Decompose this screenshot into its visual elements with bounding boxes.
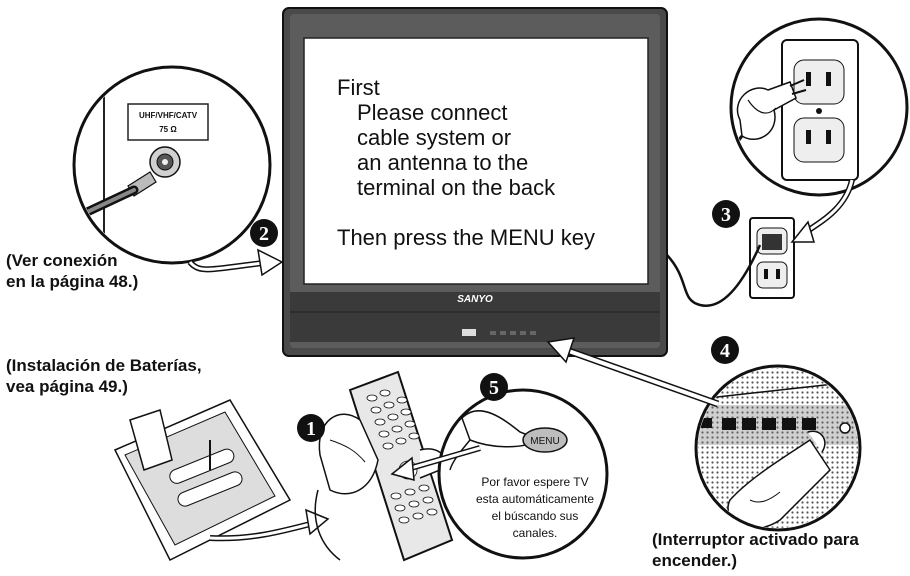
wall-outlet [749, 217, 795, 299]
power-outlet-callout [729, 17, 909, 197]
tv-screen [303, 37, 649, 285]
screen-line-3: an antenna to the [357, 150, 529, 175]
tv-brand-logo: SANYO [457, 294, 493, 305]
connection-caption-line-2: en la página 48.) [6, 272, 139, 291]
tv-set: SANYO [282, 7, 668, 357]
menu-callout: MENU Por favor espere TV esta automática… [437, 388, 609, 560]
svg-text:2: 2 [259, 223, 269, 245]
power-switch-callout [694, 364, 862, 532]
switch-caption-line-1: (Interruptor activado para [652, 530, 859, 549]
connection-caption-line-1: (Ver conexión [6, 251, 118, 270]
antenna-callout: UHF/VHF/CATV 75 Ω [72, 65, 272, 265]
screen-line-4: terminal on the back [357, 175, 556, 200]
connection-caption: (Ver conexión en la página 48.) [6, 250, 138, 292]
switch-caption-line-2: encender.) [652, 551, 738, 570]
screen-line-2: cable system or [357, 125, 512, 150]
svg-text:5: 5 [489, 377, 499, 399]
menu-button-shape [522, 427, 568, 453]
svg-text:el búscando sus: el búscando sus [492, 509, 579, 523]
step-badge-2: 2 [250, 219, 278, 247]
svg-text:75 Ω: 75 Ω [159, 125, 177, 134]
switch-caption: (Interruptor activado para encender.) [652, 529, 859, 571]
svg-text:Por favor espere TV: Por favor espere TV [481, 475, 588, 489]
svg-text:3: 3 [721, 204, 731, 226]
menu-button-label: MENU [530, 436, 559, 447]
battery-compartment [113, 399, 292, 562]
svg-text:esta automáticamente: esta automáticamente [476, 492, 594, 506]
screen-line-1: Please connect [357, 100, 508, 125]
battery-caption-line-2: vea página 49.) [6, 377, 128, 396]
screen-line-then: Then press the MENU key [337, 225, 595, 250]
tv-power-indicator [462, 329, 476, 336]
svg-text:canales.: canales. [513, 526, 558, 540]
step-badge-1: 1 [297, 414, 325, 442]
svg-text:UHF/VHF/CATV: UHF/VHF/CATV [139, 111, 198, 120]
svg-text:4: 4 [720, 340, 730, 362]
remote-control [314, 370, 454, 562]
battery-caption-line-1: (Instalación de Baterías, [6, 356, 202, 375]
step-badge-5: 5 [480, 373, 508, 401]
svg-text:1: 1 [306, 418, 316, 440]
step-badge-4: 4 [711, 336, 739, 364]
battery-caption: (Instalación de Baterías, vea página 49.… [6, 355, 202, 397]
step-badge-3: 3 [712, 200, 740, 228]
screen-line-first: First [337, 75, 380, 100]
